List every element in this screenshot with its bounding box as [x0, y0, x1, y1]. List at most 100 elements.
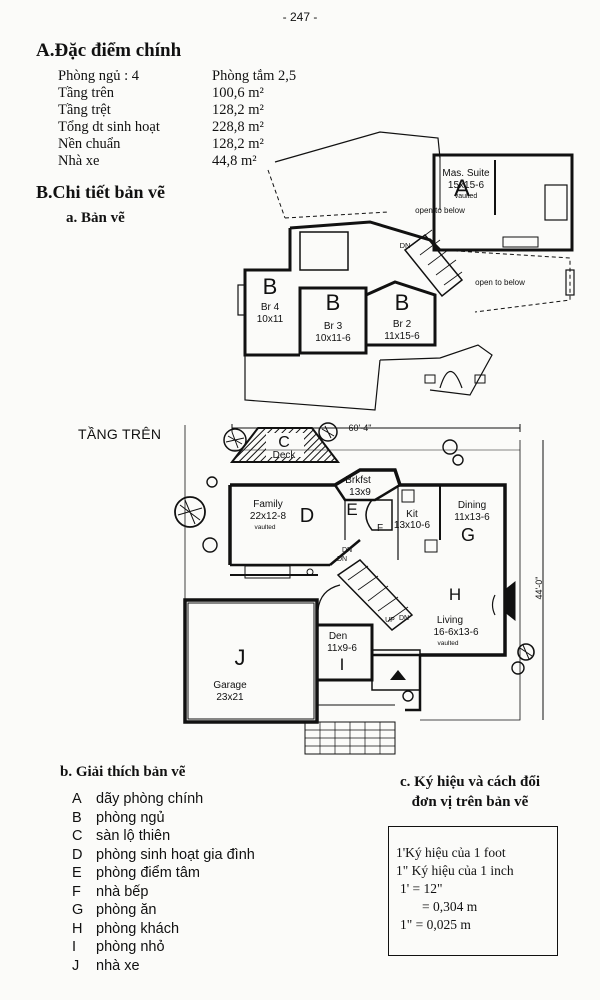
legend-text: dãy phòng chính [96, 791, 204, 807]
spec-label: Nền chuẩn [58, 136, 121, 152]
spec-label: Tầng trệt [58, 102, 111, 118]
symbol-line: 1'Ký hiệu của 1 foot [396, 845, 506, 860]
br3-letter: B [326, 290, 341, 315]
family-note: vaulted [255, 524, 276, 531]
br4-name: Br 4 [261, 302, 280, 313]
legend-text: sàn lộ thiên [96, 828, 171, 844]
legend-letter: H [72, 920, 83, 937]
symbol-line: = 0,304 m [422, 899, 478, 914]
spec-label: Tầng trên [58, 85, 114, 101]
spec-value: Phòng tắm 2,5 [212, 68, 297, 84]
spec-label: Phòng ngủ : 4 [58, 68, 139, 84]
br2-name: Br 2 [393, 319, 412, 330]
symbols-box [388, 826, 558, 956]
symbols-list: 1'Ký hiệu của 1 foot 1" Ký hiệu của 1 in… [396, 844, 514, 934]
master-suite-name: Mas. Suite [442, 168, 490, 179]
brkfst-letter: E [346, 500, 357, 519]
legend-letter: D [72, 846, 83, 863]
tree-icon [511, 661, 525, 675]
tree-icon [318, 422, 338, 442]
tree-icon [174, 496, 206, 528]
dn-label-1: DN [342, 547, 352, 554]
symbols-title: c. Ký hiệu và cách đổi đơn vị trên bản v… [360, 772, 580, 812]
living-letter: H [449, 585, 461, 604]
floor-plans-drawing: open to below open to below DN A Mas. Su… [174, 131, 575, 755]
legend-text: nhà xe [96, 957, 140, 974]
tree-icon [206, 476, 218, 488]
spec-label: Nhà xe [58, 153, 100, 169]
br4-letter: B [263, 274, 278, 299]
deck-letter: C [278, 434, 290, 451]
kit-letter: F [377, 523, 383, 534]
legend-letter: F [72, 883, 81, 900]
floor-label: TẦNG TRÊN [78, 426, 162, 442]
legend-text: nhà bếp [96, 883, 149, 900]
living-size: 16-6x13-6 [433, 627, 478, 638]
tree-icon [223, 428, 247, 452]
symbol-line: 1" = 0,025 m [400, 917, 471, 932]
family-name: Family [253, 499, 282, 510]
section-a-title: A.Đặc điểm chính [36, 40, 182, 61]
spec-row: Tầng trệt 128,2 m² [58, 102, 296, 119]
deck-name: Deck [273, 450, 297, 461]
upper-floor-plan: open to below open to below DN A Mas. Su… [237, 131, 575, 411]
legend-letter: A [72, 791, 82, 807]
upper-open-to-below-1: open to below [415, 206, 465, 215]
symbols-title-line-1: c. Ký hiệu và cách đổi [399, 774, 540, 790]
family-size: 22x12-8 [250, 511, 287, 522]
legend-title: b. Giải thích bản vẽ [60, 764, 186, 780]
lower-floor-plan: 60'-4" 44'-0" C Deck [174, 422, 544, 755]
kit-size: 13x10-6 [394, 520, 431, 531]
brkfst-size: 13x9 [349, 487, 371, 498]
legend-letter: E [72, 865, 82, 881]
section-b-title: B.Chi tiết bản vẽ [36, 182, 166, 202]
legend-letter: B [72, 809, 82, 826]
upper-open-to-below-2: open to below [475, 278, 525, 287]
spec-value: 228,8 m² [212, 119, 264, 135]
br3-size: 10x11-6 [315, 333, 351, 344]
dining-size: 11x13-6 [454, 512, 490, 523]
living-note: vaulted [438, 640, 459, 647]
tree-icon [452, 454, 464, 466]
legend-text: phòng ăn [96, 902, 157, 918]
garage-size: 23x21 [216, 692, 244, 703]
legend-text: phòng ngủ [96, 809, 165, 826]
legend-text: phòng nhỏ [96, 939, 165, 955]
legend-letter: I [72, 939, 77, 955]
tree-icon [517, 643, 535, 661]
symbol-line: 1' = 12" [400, 881, 443, 896]
width-dimension: 60'-4" [349, 423, 372, 433]
up-label: UP [385, 617, 395, 624]
family-letter: D [300, 505, 314, 527]
spec-value: 128,2 m² [212, 102, 264, 118]
br4-size: 10x11 [257, 314, 284, 325]
den-name: Den [329, 631, 347, 642]
legend-text: phòng khách [96, 920, 180, 937]
drawing-subtitle: a. Bản vẽ [66, 210, 125, 226]
symbols-title-line-2: đơn vị trên bản vẽ [411, 794, 529, 810]
den-size: 11x9-6 [327, 643, 357, 654]
legend-text: phòng sinh hoạt gia đình [96, 846, 255, 863]
page-number: - 247 - [282, 10, 318, 24]
br2-size: 11x15-6 [384, 331, 420, 342]
upper-dn-label: DN [400, 241, 411, 250]
legend-letter: G [72, 902, 84, 918]
legend-letter: J [72, 957, 80, 974]
dn-label-2: DN [337, 556, 347, 563]
living-name: Living [437, 615, 463, 626]
dining-letter: G [461, 525, 475, 545]
master-suite-letter: A [454, 175, 470, 202]
legend-text: phòng điểm tâm [96, 865, 200, 881]
den-letter: I [340, 655, 345, 674]
tree-icon [442, 439, 458, 455]
